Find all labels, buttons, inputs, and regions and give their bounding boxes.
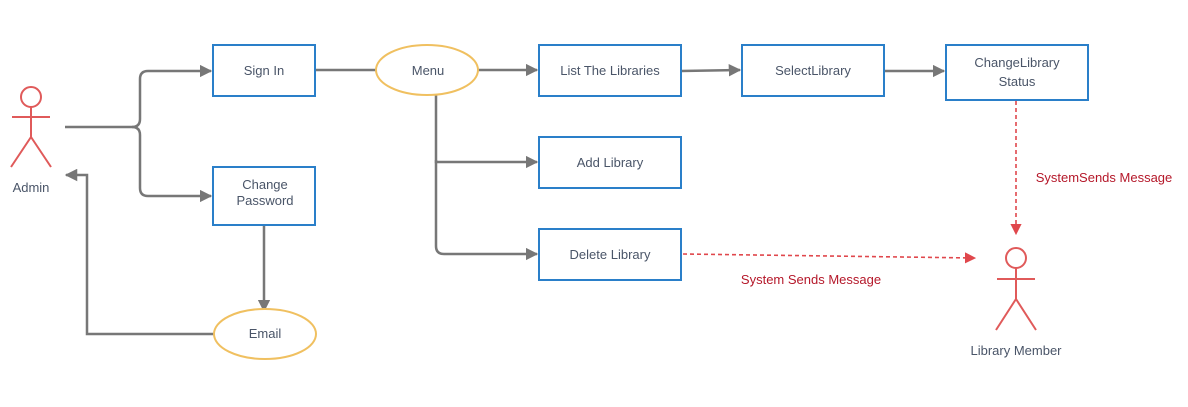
connector-list-to-select bbox=[680, 63, 742, 77]
connector-menu-to-delete bbox=[434, 160, 539, 261]
menu-label: Menu bbox=[412, 63, 445, 78]
change-password-label-line2: Password bbox=[236, 193, 293, 208]
connector-admin-to-change-password bbox=[131, 125, 213, 203]
delete-library-label: Delete Library bbox=[570, 247, 651, 262]
admin-label: Admin bbox=[13, 180, 50, 195]
connector-menu-to-add bbox=[434, 95, 539, 169]
stick-figure-icon bbox=[995, 247, 1037, 331]
stick-figure-icon bbox=[10, 86, 52, 168]
change-status-node: ChangeLibrary Status bbox=[945, 44, 1089, 101]
change-password-node: Change Password bbox=[212, 166, 316, 226]
list-libraries-node: List The Libraries bbox=[538, 44, 682, 97]
select-library-label: SelectLibrary bbox=[775, 63, 851, 78]
email-node: Email bbox=[213, 308, 317, 360]
add-library-node: Add Library bbox=[538, 136, 682, 189]
sign-in-label: Sign In bbox=[244, 63, 284, 78]
status-message-label: SystemSends Message bbox=[1036, 170, 1173, 185]
menu-node: Menu bbox=[375, 44, 479, 96]
change-status-label-line1: ChangeLibrary bbox=[974, 55, 1060, 70]
connector-email-to-admin bbox=[64, 168, 214, 336]
library-member-label: Library Member bbox=[970, 343, 1062, 358]
change-password-label-line1: Change bbox=[242, 177, 288, 192]
change-status-label-line2: Status bbox=[999, 74, 1036, 89]
list-libraries-label: List The Libraries bbox=[560, 63, 660, 78]
connector-admin-to-signin bbox=[65, 64, 213, 129]
library-member-actor: Library Member bbox=[970, 247, 1062, 358]
message-delete-to-member bbox=[682, 252, 977, 264]
sign-in-node: Sign In bbox=[212, 44, 316, 97]
select-library-node: SelectLibrary bbox=[741, 44, 885, 97]
admin-actor: Admin bbox=[10, 86, 52, 195]
delete-message-label: System Sends Message bbox=[741, 272, 881, 287]
add-library-label: Add Library bbox=[577, 155, 644, 170]
delete-library-node: Delete Library bbox=[538, 228, 682, 281]
email-label: Email bbox=[249, 326, 282, 341]
